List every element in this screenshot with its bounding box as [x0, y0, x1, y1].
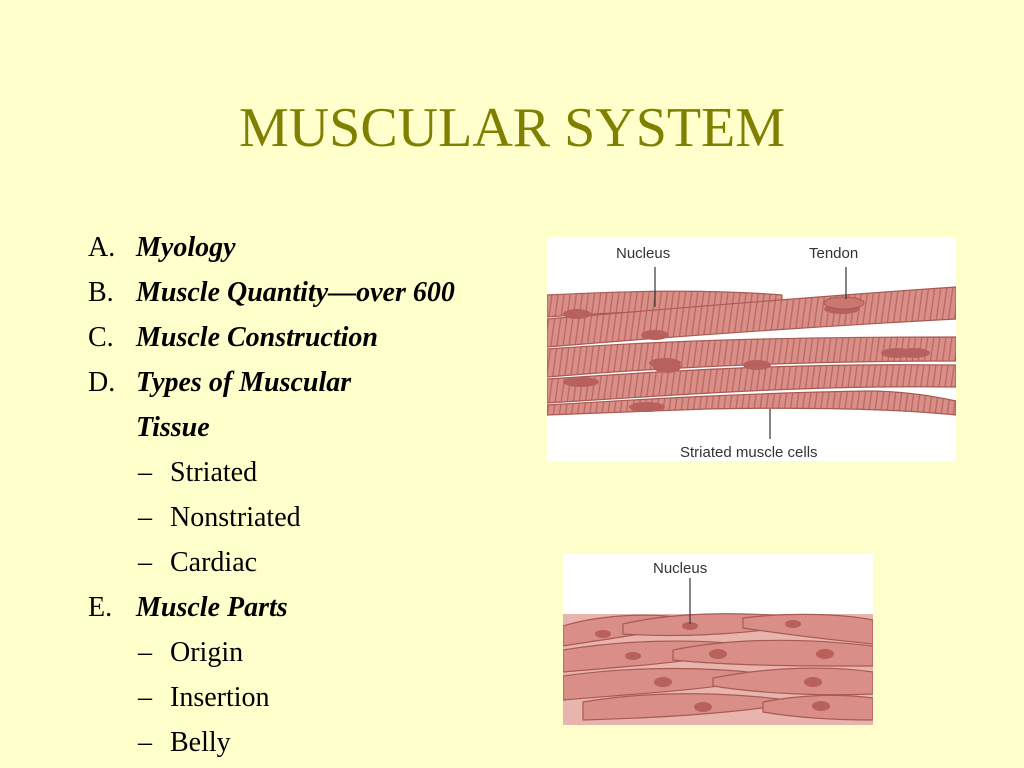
striated-cells-label: Striated muscle cells [680, 444, 818, 461]
outline-sub-insertion: –Insertion [88, 675, 455, 720]
outline-sub-origin: –Origin [88, 630, 455, 675]
outline-text: Types of Muscular [136, 367, 352, 398]
sub-marker: – [138, 457, 152, 488]
outline-sub-text: Nonstriated [170, 502, 301, 533]
outline-item-b: B. Muscle Quantity—over 600 [88, 270, 455, 315]
outline-sub-belly: –Belly [88, 720, 455, 765]
outline-letter: D. [88, 367, 116, 398]
outline-item-a: A. Myology [88, 225, 455, 270]
outline-sub-text: Cardiac [170, 547, 258, 578]
outline-sub-text: Belly [170, 727, 231, 758]
striated-muscle-figure: Nucleus Tendon Striated muscle cells [547, 237, 956, 461]
sub-marker: – [138, 547, 152, 578]
outline-list: A. Myology B. Muscle Quantity—over 600 C. M… [88, 225, 455, 765]
sub-marker: – [138, 502, 152, 533]
smooth-muscle-illustration: Nucleus [563, 554, 873, 725]
outline-letter: B. [88, 277, 114, 308]
outline-item-d-cont: Tissue [88, 405, 455, 450]
sub-marker: – [138, 727, 152, 758]
outline-letter: A. [88, 232, 116, 263]
tendon-label: Tendon [809, 245, 858, 262]
smooth-nucleus-label: Nucleus [653, 560, 707, 577]
outline-sub-nonstriated: –Nonstriated [88, 495, 455, 540]
outline-sub-text: Insertion [170, 682, 270, 713]
outline-sub-cardiac: –Cardiac [88, 540, 455, 585]
outline-text: Muscle Construction [136, 322, 378, 353]
outline-item-c: C. Muscle Construction [88, 315, 455, 360]
smooth-muscle-figure: Nucleus [563, 554, 873, 725]
nucleus-label: Nucleus [616, 245, 670, 262]
striated-muscle-illustration: Nucleus Tendon Striated muscle cells [547, 237, 956, 461]
outline-letter: E. [88, 592, 113, 623]
sub-marker: – [138, 682, 152, 713]
outline-letter: C. [88, 322, 114, 353]
sub-marker: – [138, 637, 152, 668]
slide-title: MUSCULAR SYSTEM [238, 97, 786, 159]
outline-sub-striated: –Striated [88, 450, 455, 495]
outline-text: Muscle Quantity—over 600 [136, 277, 455, 308]
outline-text: Tissue [136, 412, 210, 443]
outline-item-e: E. Muscle Parts [88, 585, 455, 630]
outline-text: Myology [136, 232, 236, 263]
outline-sub-text: Striated [170, 457, 258, 488]
outline-sub-text: Origin [170, 637, 244, 668]
outline-item-d: D. Types of Muscular [88, 360, 455, 405]
outline-text: Muscle Parts [136, 592, 288, 623]
